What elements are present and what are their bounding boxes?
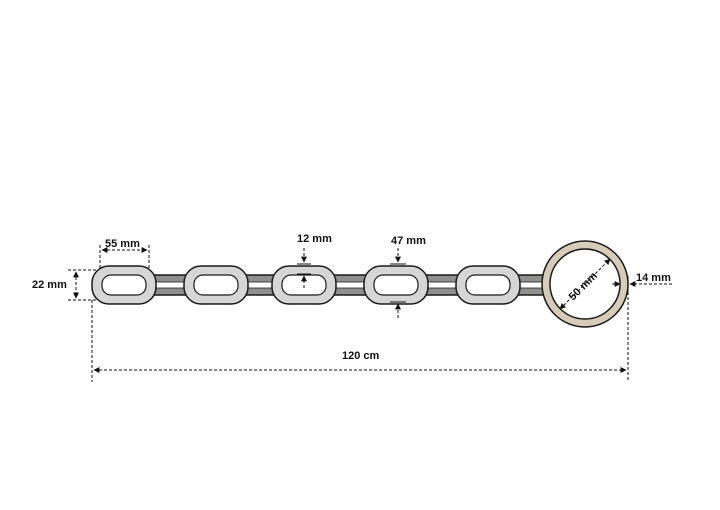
chain-link-hole	[193, 274, 239, 296]
dimension-link-height: 47 mm	[390, 235, 426, 318]
chain-link-hole	[101, 274, 147, 296]
chain-links-face	[91, 265, 521, 305]
chain-link-hole	[465, 274, 511, 296]
dimension-link-width: 22 mm	[32, 269, 98, 301]
label-link-height: 47 mm	[391, 235, 426, 247]
label-wire-thickness: 12 mm	[297, 233, 332, 245]
label-total-length: 120 cm	[342, 350, 380, 362]
chain-link-hole	[373, 274, 419, 296]
dimension-wire-thickness: 12 mm	[297, 233, 332, 288]
label-link-width: 22 mm	[32, 279, 67, 291]
dimension-ring-thickness: 14 mm	[612, 272, 672, 292]
label-link-length: 55 mm	[105, 238, 140, 250]
label-ring-thickness: 14 mm	[636, 272, 671, 284]
dimension-total-length: 120 cm	[91, 292, 629, 382]
dimension-link-length: 55 mm	[99, 238, 150, 268]
